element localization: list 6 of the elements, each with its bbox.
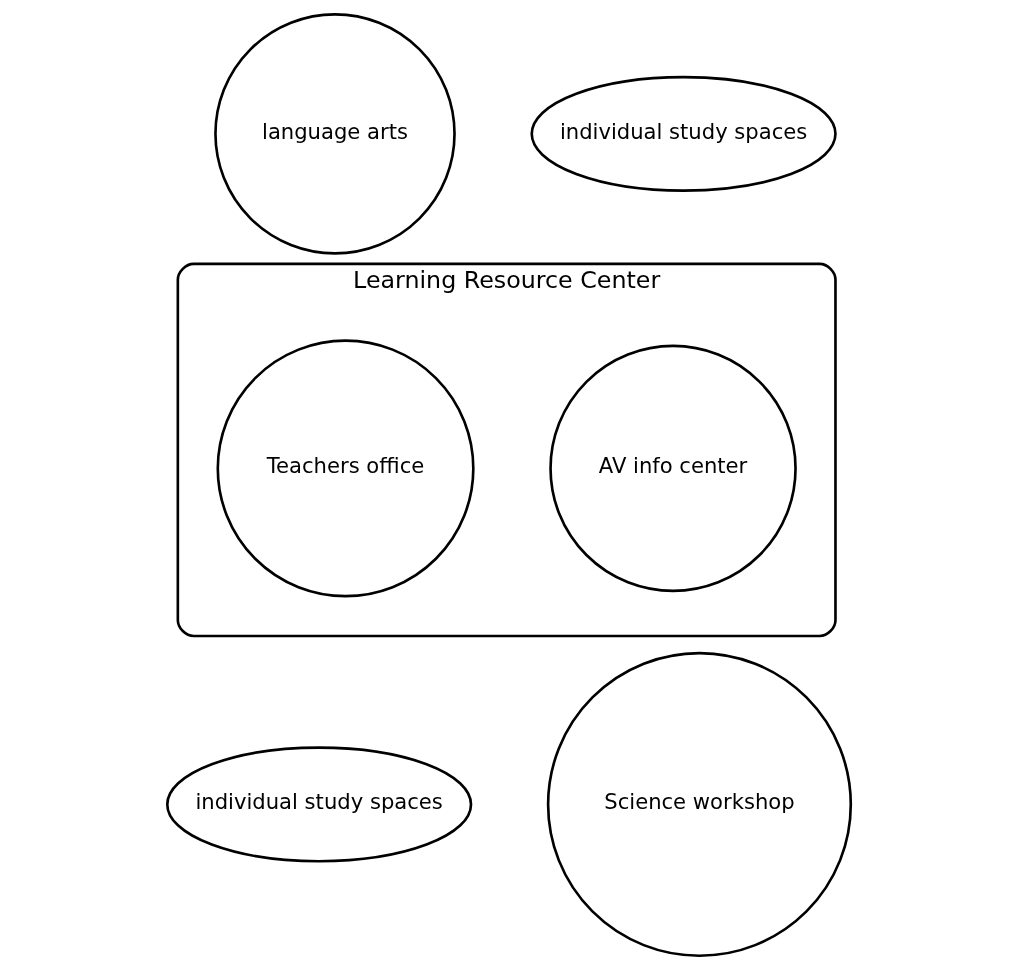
node-circle: Teachers office: [216, 338, 475, 597]
node-circle: Science workshop: [546, 651, 853, 957]
node-circle: language arts: [214, 12, 456, 255]
node-ellipse: individual study spaces: [165, 745, 473, 863]
node-circle: AV info center: [549, 344, 797, 592]
node-ellipse: individual study spaces: [530, 75, 837, 192]
